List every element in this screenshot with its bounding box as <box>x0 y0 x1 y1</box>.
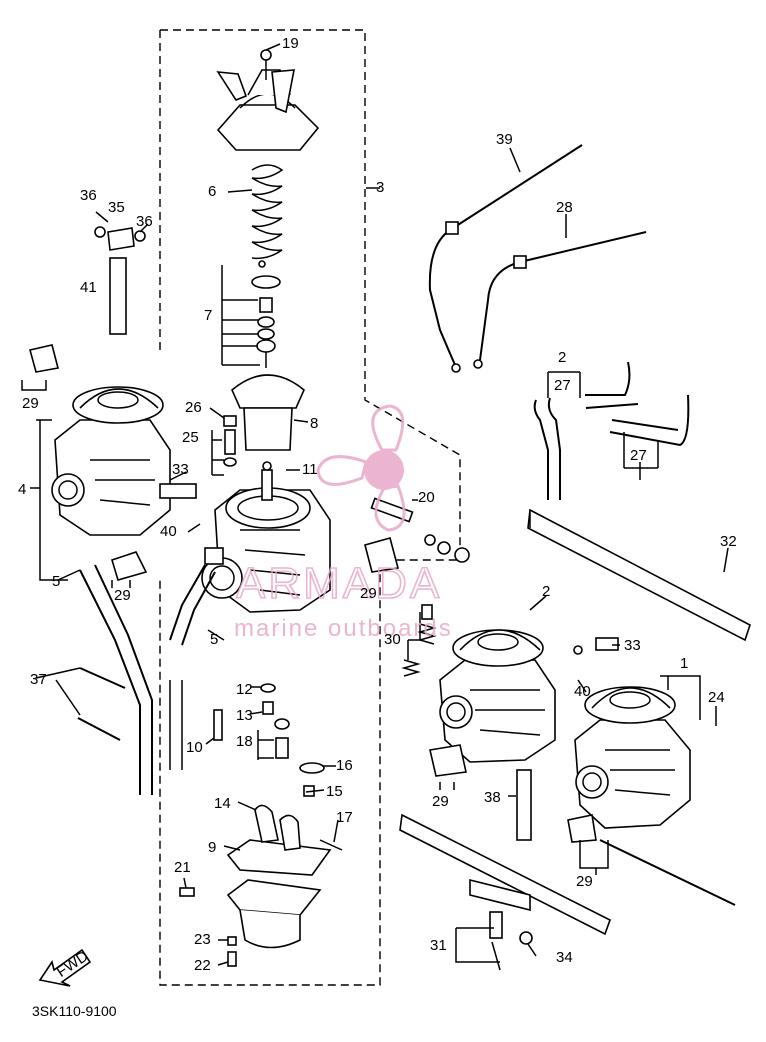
part-vent-hoses-27 <box>533 361 690 500</box>
catalog-code: 3SK110-9100 <box>32 1003 117 1019</box>
callout-2-mid: 2 <box>542 583 550 600</box>
callout-40-left: 40 <box>160 523 177 540</box>
carburetor-assembly-2 <box>439 629 556 841</box>
callout-29-e: 29 <box>576 873 593 890</box>
fwd-label: FWD <box>54 948 92 981</box>
callout-24: 24 <box>708 689 725 706</box>
part-spring <box>251 164 284 260</box>
carburetor-assembly-1 <box>573 637 691 829</box>
callout-38: 38 <box>484 789 501 806</box>
callout-30: 30 <box>384 631 401 648</box>
callout-35: 35 <box>108 199 125 216</box>
callout-7: 7 <box>204 307 212 324</box>
watermark-brand: ARMADA <box>236 559 442 608</box>
callout-11: 11 <box>302 461 318 478</box>
callout-29-b: 29 <box>114 587 131 604</box>
callout-14: 14 <box>214 795 231 812</box>
callout-32: 32 <box>720 533 737 550</box>
part-hoses-left <box>79 226 216 795</box>
callout-5-left: 5 <box>52 573 60 590</box>
watermark-tagline: marine outboards <box>234 615 453 642</box>
callout-36-left: 36 <box>80 187 97 204</box>
callout-41: 41 <box>80 279 97 296</box>
part-jet-set <box>213 683 343 851</box>
part-pilot-screw-set <box>211 415 237 476</box>
callout-16: 16 <box>336 757 353 774</box>
part-throttle-cables <box>428 144 647 373</box>
part-top-cover <box>216 49 320 151</box>
callout-12: 12 <box>236 681 253 698</box>
watermark-logo: ARMADA marine outboards <box>234 404 453 642</box>
callout-39: 39 <box>496 131 513 148</box>
part-bolts-37 <box>77 667 126 741</box>
callout-29-a: 29 <box>22 395 39 412</box>
part-bracket-plate-upper <box>527 508 751 642</box>
forward-direction-arrow: FWD <box>38 948 92 987</box>
callout-36-right: 36 <box>136 213 153 230</box>
callout-33-right: 33 <box>624 637 641 654</box>
callout-37: 37 <box>30 671 47 688</box>
carburetor-body-center <box>201 461 331 613</box>
callout-33-left: 33 <box>172 461 189 478</box>
callout-28: 28 <box>556 199 573 216</box>
callout-25: 25 <box>182 429 199 446</box>
callout-15: 15 <box>326 783 343 800</box>
propeller-icon <box>316 404 406 532</box>
callout-17: 17 <box>336 809 353 826</box>
callout-26: 26 <box>185 399 202 416</box>
callout-9: 9 <box>208 839 216 856</box>
part-throttle-stop-screw <box>489 911 533 971</box>
part-needle-set <box>221 260 281 368</box>
part-30-spring-set <box>401 604 437 677</box>
callout-20: 20 <box>418 489 435 506</box>
callout-22: 22 <box>194 957 211 974</box>
callout-19: 19 <box>282 35 299 52</box>
callout-27-top: 27 <box>554 377 571 394</box>
callout-18: 18 <box>236 733 253 750</box>
callout-13: 13 <box>236 707 253 724</box>
callout-2-top: 2 <box>558 349 566 366</box>
callout-labels: 19 6 3 7 8 11 26 25 33 40 20 4 29 29 29 … <box>18 35 737 974</box>
callout-29-c: 29 <box>360 585 377 602</box>
callout-40-right: 40 <box>574 683 591 700</box>
callout-3: 3 <box>376 179 384 196</box>
callout-27-bottom: 27 <box>630 447 647 464</box>
part-holder-brackets <box>111 537 597 843</box>
carburetor-assembly-left <box>29 344 197 536</box>
callout-34: 34 <box>556 949 573 966</box>
callout-31: 31 <box>430 937 447 954</box>
callout-21: 21 <box>174 859 191 876</box>
callout-10: 10 <box>186 739 203 756</box>
part-float-bowl <box>179 804 332 967</box>
assembly-boundary-3 <box>159 29 461 986</box>
callout-4: 4 <box>18 481 26 498</box>
part-piston-diaphragm <box>231 374 305 451</box>
callout-8: 8 <box>310 415 318 432</box>
callout-23: 23 <box>194 931 211 948</box>
callout-29-d: 29 <box>432 793 449 810</box>
callout-1: 1 <box>680 655 688 672</box>
part-20-linkage <box>370 497 470 563</box>
part-bracket-plate-lower <box>399 813 736 936</box>
callout-6: 6 <box>208 183 216 200</box>
leader-lines <box>21 43 729 966</box>
callout-5-center: 5 <box>210 631 218 648</box>
